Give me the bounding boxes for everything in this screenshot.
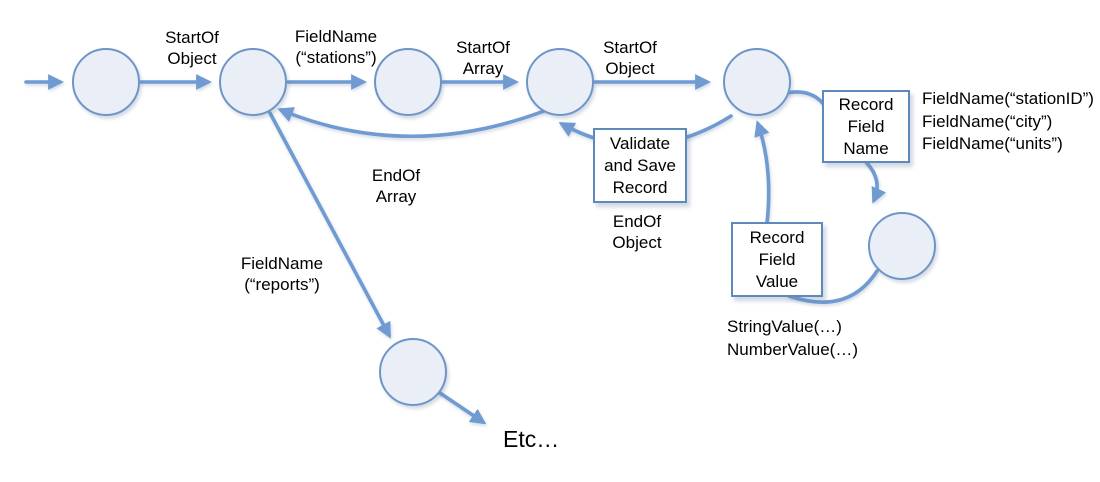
state-initial: [72, 48, 140, 116]
state-reports-field: [379, 338, 447, 406]
state-root-object: [219, 48, 287, 116]
label-start-of-object-2: StartOf Object: [603, 38, 657, 78]
state-in-record: [723, 48, 791, 116]
edge-field-name-reports: [268, 111, 391, 339]
label-field-name-variants: FieldName(“stationID”) FieldName(“city”)…: [922, 89, 1094, 153]
label-end-of-object: EndOf Object: [612, 212, 662, 252]
state-stations-field: [374, 48, 442, 116]
edge-to-record-field-value: [787, 269, 879, 304]
state-in-array: [526, 48, 594, 116]
label-end-of-array: EndOf Array: [371, 166, 421, 206]
validate-save-record-box: Validate and Save Record: [593, 128, 687, 203]
record-field-value-box: Record Field Value: [731, 222, 823, 297]
record-field-name-box: Record Field Name: [822, 90, 910, 163]
edge-to-record-field-name: [784, 90, 827, 108]
label-etc: Etc…: [503, 426, 560, 452]
label-start-of-array: StartOf Array: [456, 38, 510, 78]
edge-end-of-array: [277, 107, 546, 138]
edge-record-field-name-to-state: [864, 160, 887, 204]
label-field-name-reports: FieldName (“reports”): [240, 254, 324, 294]
edge-record-field-value-to-state: [754, 120, 771, 225]
label-value-variants: StringValue(…) NumberValue(…): [727, 317, 859, 359]
state-awaiting-value: [868, 212, 936, 280]
label-start-of-object-1: StartOf Object: [165, 28, 219, 68]
edge-etc: [435, 389, 487, 425]
label-field-name-stations: FieldName (“stations”): [294, 27, 378, 67]
